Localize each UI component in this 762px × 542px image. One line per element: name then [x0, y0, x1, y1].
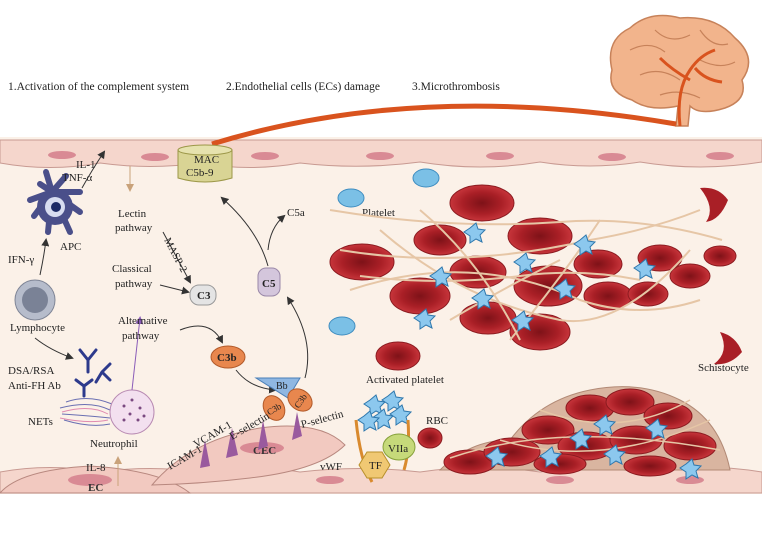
alternative-arrow: [179, 325, 223, 344]
dsa-label: DSA/RSA: [8, 365, 55, 377]
top-endothelium: [0, 139, 762, 168]
classical-arrow: [159, 284, 190, 295]
c3-node: C3: [189, 284, 217, 306]
il1-label: IL-1: [76, 159, 96, 171]
thrombus-upper: [329, 184, 737, 371]
neutrophil-cell: Neutrophil: [59, 389, 155, 450]
ec-nucleus: [546, 476, 574, 484]
lymphocyte-label: Lymphocyte: [10, 322, 65, 334]
step3-heading: 3.Microthrombosis: [412, 81, 500, 93]
p-selectin-receptor: [292, 412, 302, 440]
thrombus-lower: [438, 386, 731, 480]
bb-label: Bb: [276, 381, 288, 392]
activated-platelet-cluster: [357, 390, 413, 432]
rbc-group: [329, 184, 737, 371]
schistocyte-shape: [714, 332, 742, 365]
nets-label: NETs: [28, 416, 53, 428]
c5-node: C5: [257, 267, 281, 297]
cerebral-artery: [211, 103, 677, 147]
schistocyte-label: Schistocyte: [698, 362, 749, 374]
ec-nucleus: [141, 153, 169, 161]
c3b-arrow: [235, 369, 277, 394]
apc-cell: APC: [27, 169, 83, 253]
masp-arrow: [162, 231, 191, 284]
mac-complex: MAC C5b-9: [177, 144, 233, 183]
ec-nucleus: [676, 476, 704, 484]
ec-nucleus: [366, 152, 394, 160]
apc-label: APC: [60, 241, 81, 253]
rbc-cell: [417, 427, 443, 449]
alternative-label-1: Alternative: [118, 315, 168, 327]
ec-nucleus: [316, 476, 344, 484]
c5a-label: C5a: [287, 207, 305, 219]
classical-label-1: Classical: [112, 263, 152, 275]
c5a-arrow: [267, 214, 286, 251]
svg-text:C3: C3: [197, 290, 211, 302]
ec-nucleus: [598, 153, 626, 161]
activated-platelet-label: Activated platelet: [366, 374, 444, 386]
ec-nucleus: [48, 151, 76, 159]
c5b9-label: C5b-9: [186, 167, 214, 179]
svg-text:VIIa: VIIa: [388, 443, 408, 455]
lectin-label-1: Lectin: [118, 208, 147, 220]
convertase-arrow: [286, 296, 309, 379]
ec-label: EC: [88, 482, 103, 494]
resting-platelets: [328, 168, 440, 336]
step2-heading: 2.Endothelial cells (ECs) damage: [226, 81, 380, 93]
classical-label-2: pathway: [115, 278, 153, 290]
neutrophil-arrow: [131, 316, 144, 391]
c3b-node: C3b: [210, 345, 246, 369]
cytokine-arrow: [81, 150, 106, 189]
ec-nucleus: [706, 152, 734, 160]
il8-label: IL-8: [86, 462, 106, 474]
svg-text:TF: TF: [369, 460, 382, 472]
ec-nucleus: [251, 152, 279, 160]
schistocyte-shape: [700, 187, 728, 222]
mac-label: MAC: [194, 154, 219, 166]
ifn-arrow: [39, 238, 50, 276]
brain-illustration: [609, 14, 750, 127]
e-selectin-receptor: [258, 420, 268, 450]
c5-convertase: Bb C3b C3b: [254, 377, 313, 421]
antibody-icons: [74, 348, 112, 398]
icam-receptor: [200, 440, 210, 468]
activated-platelets: [413, 222, 657, 332]
vwf-label: vWF: [320, 461, 342, 473]
tf-factor: TF: [358, 451, 391, 479]
viia-factor: VIIa: [382, 433, 416, 461]
step1-heading: 1.Activation of the complement system: [8, 81, 189, 93]
alternative-label-2: pathway: [122, 330, 160, 342]
svg-text:C3b: C3b: [217, 352, 237, 364]
ifn-label: IFN-γ: [8, 254, 34, 266]
ec-nucleus: [486, 152, 514, 160]
c5-to-mac-arrow: [220, 196, 269, 267]
vcam-receptor: [226, 428, 238, 458]
rbc-label: RBC: [426, 415, 448, 427]
antifh-label: Anti-FH Ab: [8, 380, 61, 392]
svg-text:C5: C5: [262, 278, 276, 290]
circulating-endothelial-cell: CEC: [150, 412, 346, 486]
tnf-label: TNF-α: [62, 172, 92, 184]
neutrophil-label: Neutrophil: [90, 438, 138, 450]
lymphocyte-cell: Lymphocyte: [10, 279, 65, 334]
lymphocyte-arrow: [34, 337, 74, 360]
lectin-label-2: pathway: [115, 222, 153, 234]
